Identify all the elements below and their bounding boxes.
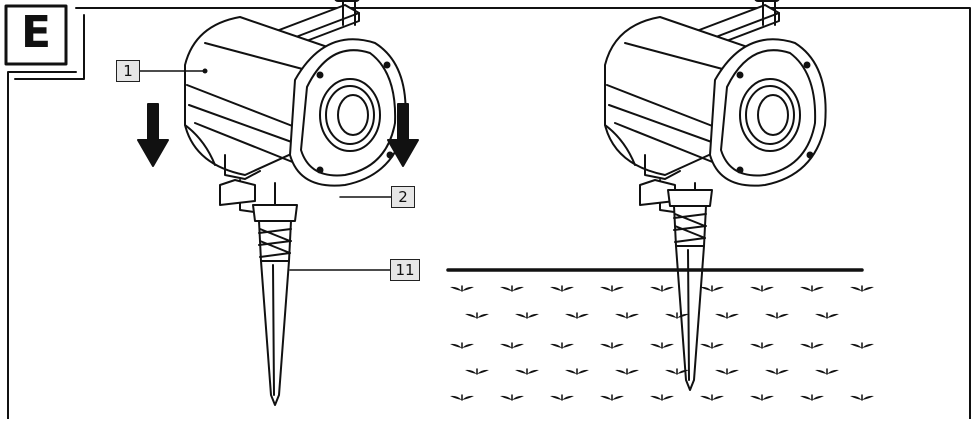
figure-frame bbox=[7, 7, 971, 420]
callout-label-1: 1 bbox=[116, 60, 140, 82]
grass-tuft-icon bbox=[449, 394, 475, 401]
grass-tuft-icon bbox=[449, 285, 475, 292]
grass-tuft-icon bbox=[649, 342, 675, 349]
grass-tuft-icon bbox=[849, 394, 875, 401]
grass-tuft-icon bbox=[614, 368, 640, 375]
grass-tuft-icon bbox=[749, 285, 775, 292]
grass-tuft-icon bbox=[649, 285, 675, 292]
grass-tuft-icon bbox=[814, 312, 840, 319]
grass-tuft-icon bbox=[699, 285, 725, 292]
grass-tuft-icon bbox=[499, 285, 525, 292]
grass-tuft-icon bbox=[714, 312, 740, 319]
grass-tuft-icon bbox=[849, 342, 875, 349]
grass-tuft-icon bbox=[749, 342, 775, 349]
grass-tuft-icon bbox=[464, 312, 490, 319]
grass-tuft-icon bbox=[499, 342, 525, 349]
grass-tuft-icon bbox=[764, 312, 790, 319]
projector-lamp-icon bbox=[604, 0, 827, 216]
grass-tuft-icon bbox=[514, 312, 540, 319]
grass-tuft-icon bbox=[699, 394, 725, 401]
grass-tuft-icon bbox=[449, 285, 875, 401]
ground-stake-icon bbox=[252, 204, 298, 406]
grass-tuft-icon bbox=[514, 368, 540, 375]
grass-tuft-icon bbox=[464, 368, 490, 375]
letter-box bbox=[4, 4, 68, 66]
grass-tuft-icon bbox=[564, 368, 590, 375]
grass-tuft-icon bbox=[564, 312, 590, 319]
grass-tuft-icon bbox=[549, 394, 575, 401]
projector-lamp-icon bbox=[184, 0, 407, 216]
figure-frame-inner bbox=[14, 14, 85, 80]
grass-tuft-icon bbox=[799, 342, 825, 349]
callout-label-11: 11 bbox=[390, 259, 420, 281]
grass-tuft-icon bbox=[714, 368, 740, 375]
ground-stake-icon bbox=[667, 189, 713, 391]
grass-tuft-icon bbox=[799, 394, 825, 401]
grass-tuft-icon bbox=[614, 312, 640, 319]
grass-tuft-icon bbox=[549, 342, 575, 349]
grass-tuft-icon bbox=[599, 342, 625, 349]
grass-tuft-icon bbox=[849, 285, 875, 292]
grass-tuft-icon bbox=[599, 394, 625, 401]
grass-tuft-icon bbox=[799, 285, 825, 292]
grass-tuft-icon bbox=[599, 285, 625, 292]
grass-tuft-icon bbox=[499, 394, 525, 401]
callout-label-2: 2 bbox=[391, 186, 415, 208]
grass-tuft-icon bbox=[749, 394, 775, 401]
section-letter: E bbox=[20, 7, 52, 58]
grass-tuft-icon bbox=[649, 394, 675, 401]
down-arrow-icon bbox=[387, 103, 419, 167]
down-arrow-icon bbox=[137, 103, 169, 167]
grass-tuft-icon bbox=[814, 368, 840, 375]
grass-tuft-icon bbox=[549, 285, 575, 292]
grass-tuft-icon bbox=[699, 342, 725, 349]
grass-tuft-icon bbox=[764, 368, 790, 375]
grass-tuft-icon bbox=[449, 342, 475, 349]
